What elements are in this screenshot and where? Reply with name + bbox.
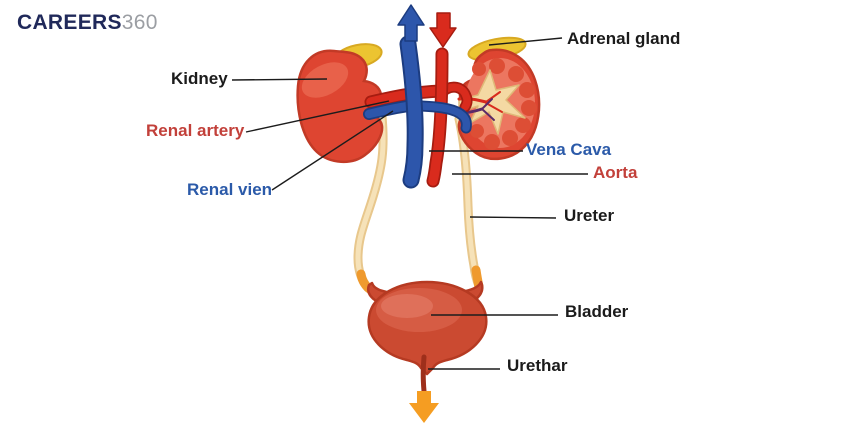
label-bladder: Bladder xyxy=(565,302,629,321)
logo-brand-text: CAREERS xyxy=(17,11,122,34)
leader-ureter xyxy=(469,216,557,219)
vena-cava-vessel xyxy=(399,35,424,189)
careers360-logo: CAREERS360 xyxy=(17,11,158,35)
leader-renal-vein xyxy=(271,110,394,191)
label-urethra: Urethar xyxy=(507,356,568,375)
arterial-flow-down-arrow-icon xyxy=(429,12,457,48)
label-ureter: Ureter xyxy=(564,206,615,225)
leader-lines xyxy=(231,37,588,370)
label-renal-vein: Renal vien xyxy=(187,180,273,199)
renal-pelvis-shape xyxy=(458,69,526,135)
leader-kidney xyxy=(231,78,328,81)
label-adrenal-gland: Adrenal gland xyxy=(567,29,681,48)
bladder-shape xyxy=(367,280,488,376)
leader-adrenal-gland xyxy=(488,37,563,46)
label-vena-cava: Vena Cava xyxy=(526,140,612,159)
urine-outflow-down-arrow-icon xyxy=(409,391,439,423)
label-aorta: Aorta xyxy=(593,163,638,182)
renal-pyramids xyxy=(470,58,537,150)
venous-flow-up-arrow-icon xyxy=(397,4,425,42)
label-kidney: Kidney xyxy=(171,69,228,88)
aorta-vessel xyxy=(426,47,449,188)
leader-renal-artery xyxy=(245,100,390,133)
renal-artery-shape xyxy=(364,81,473,113)
label-renal-artery: Renal artery xyxy=(146,121,245,140)
urethra-shape xyxy=(420,354,427,394)
logo-suffix-text: 360 xyxy=(121,11,158,34)
